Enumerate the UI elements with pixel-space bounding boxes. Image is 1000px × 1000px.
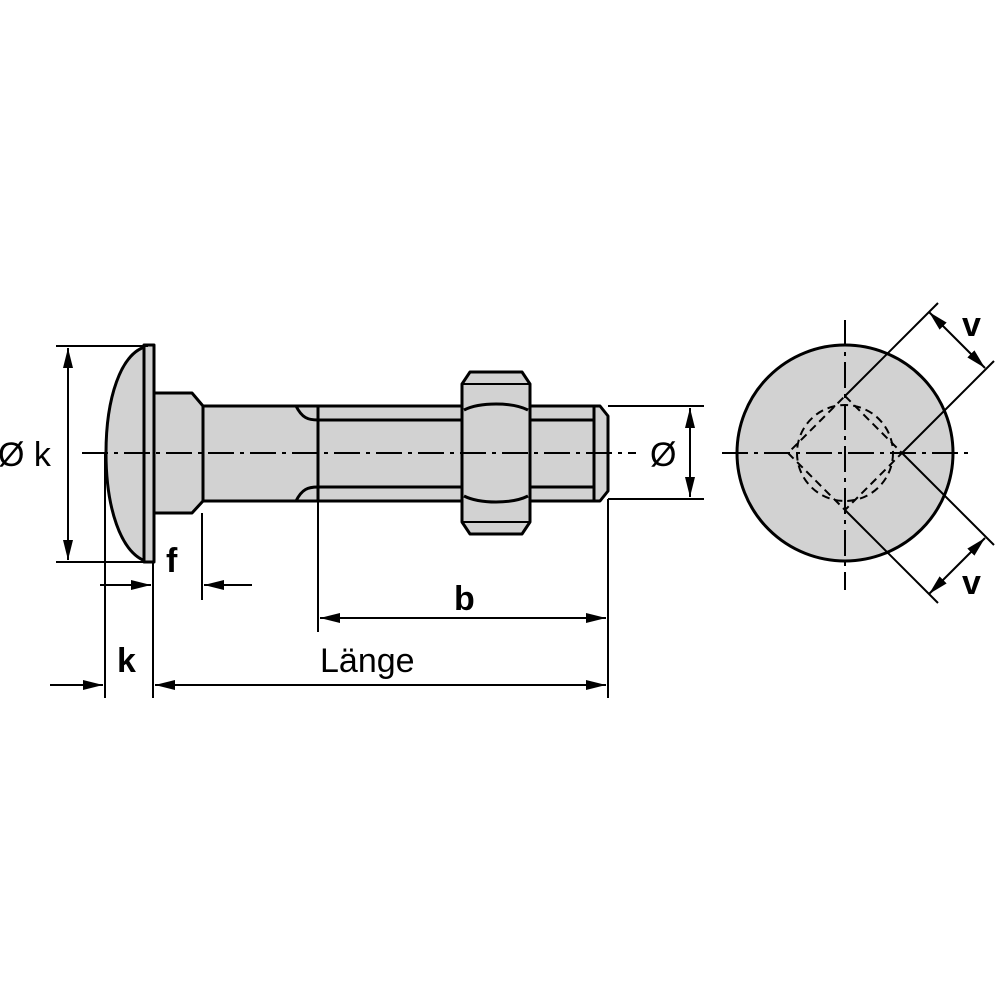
total-length-label: Länge — [320, 642, 415, 680]
side-view: Ø k Ø f b k Länge — [0, 343, 704, 698]
head-diameter-label: Ø k — [0, 436, 52, 474]
hex-nut-face-top — [463, 402, 529, 412]
square-extension-lower-left — [844, 509, 939, 604]
square-size-bottom-label: v — [962, 564, 981, 602]
square-size-top-dimension-line — [928, 311, 986, 369]
hex-nut-face-bottom — [463, 494, 529, 504]
square-size-top-label: v — [962, 306, 981, 344]
square-extension-upper-left — [844, 302, 939, 397]
head-height-label: k — [117, 642, 136, 680]
thread-length-label: b — [454, 580, 475, 618]
end-view: v v — [722, 302, 995, 604]
shank-thread-runout — [294, 405, 319, 502]
square-size-bottom-dimension-line — [928, 537, 986, 595]
neck-length-label: f — [166, 542, 178, 580]
square-extension-lower-right — [901, 452, 995, 546]
square-extension-upper-right — [901, 360, 995, 454]
shaft-diameter-label: Ø — [650, 436, 676, 474]
